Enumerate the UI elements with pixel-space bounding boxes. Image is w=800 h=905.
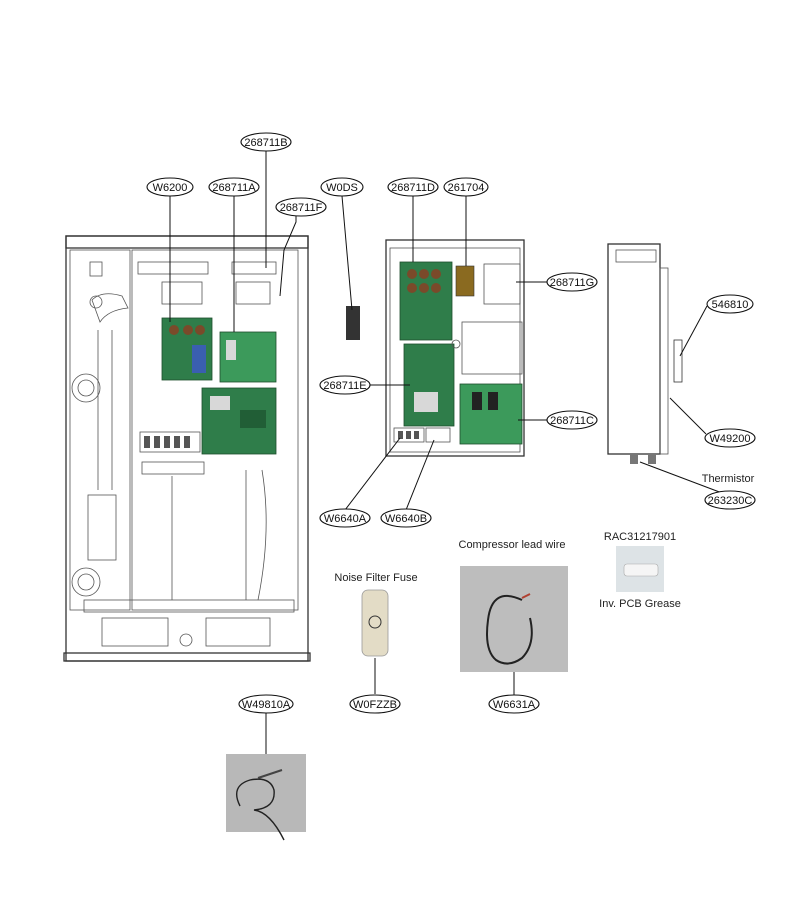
label-w0fzzb: W0FZZB: [349, 694, 401, 714]
label-268711a-text: 268711A: [212, 182, 256, 194]
caption-inv-pcb-grease: Inv. PCB Grease: [599, 598, 681, 610]
noise-filter-fuse-photo: [361, 589, 389, 657]
outdoor-unit-open-view: [63, 235, 311, 662]
caption-noise-filter-fuse: Noise Filter Fuse: [334, 572, 417, 584]
caption-thermistor: Thermistor: [702, 473, 755, 485]
label-268711c: 268711C: [546, 410, 598, 430]
pcb-grease-photo: [616, 546, 664, 592]
label-w6640b-text: W6640B: [385, 513, 427, 525]
caption-compressor-lead-wire: Compressor lead wire: [459, 539, 566, 551]
label-263230c-text: 263230C: [708, 495, 753, 507]
label-w49810a: W49810A: [238, 694, 294, 714]
label-546810-text: 546810: [712, 299, 749, 311]
label-w0ds: W0DS: [320, 177, 364, 197]
caption-rac-part: RAC31217901: [604, 531, 676, 543]
label-w6640b: W6640B: [380, 508, 432, 528]
label-w0fzzb-text: W0FZZB: [353, 699, 397, 711]
label-w6640a-text: W6640A: [324, 513, 367, 525]
label-268711g: 268711G: [546, 272, 598, 292]
compressor-lead-wire-photo: [460, 566, 568, 672]
label-w6200: W6200: [146, 177, 194, 197]
label-268711d: 268711D: [387, 177, 439, 197]
label-268711b-text: 268711B: [244, 137, 287, 149]
side-view-box: [607, 243, 683, 464]
w49810a-photo: [226, 754, 306, 841]
label-268711e-text: 268711E: [323, 380, 366, 392]
label-263230c: 263230C: [704, 490, 756, 510]
label-261704: 261704: [443, 177, 489, 197]
label-w6631a-text: W6631A: [493, 699, 536, 711]
label-268711a: 268711A: [208, 177, 260, 197]
label-268711e: 268711E: [319, 375, 371, 395]
label-268711g-text: 268711G: [550, 277, 594, 289]
label-w6640a: W6640A: [319, 508, 371, 528]
label-268711f-text: 268711F: [280, 202, 323, 214]
label-546810: 546810: [706, 294, 754, 314]
label-268711c-text: 268711C: [550, 415, 594, 427]
control-box: [385, 239, 525, 457]
label-w49200-text: W49200: [710, 433, 751, 445]
label-268711d-text: 268711D: [391, 182, 435, 194]
label-w6200-text: W6200: [153, 182, 188, 194]
label-w49810a-text: W49810A: [242, 699, 291, 711]
label-261704-text: 261704: [448, 182, 485, 194]
label-w0ds-text: W0DS: [326, 182, 358, 194]
leader-lines: [169, 151, 731, 754]
label-w6631a: W6631A: [488, 694, 540, 714]
w0ds-part: [346, 306, 360, 340]
label-w49200: W49200: [704, 428, 756, 448]
label-268711b: 268711B: [240, 132, 292, 152]
label-268711f: 268711F: [275, 197, 327, 217]
